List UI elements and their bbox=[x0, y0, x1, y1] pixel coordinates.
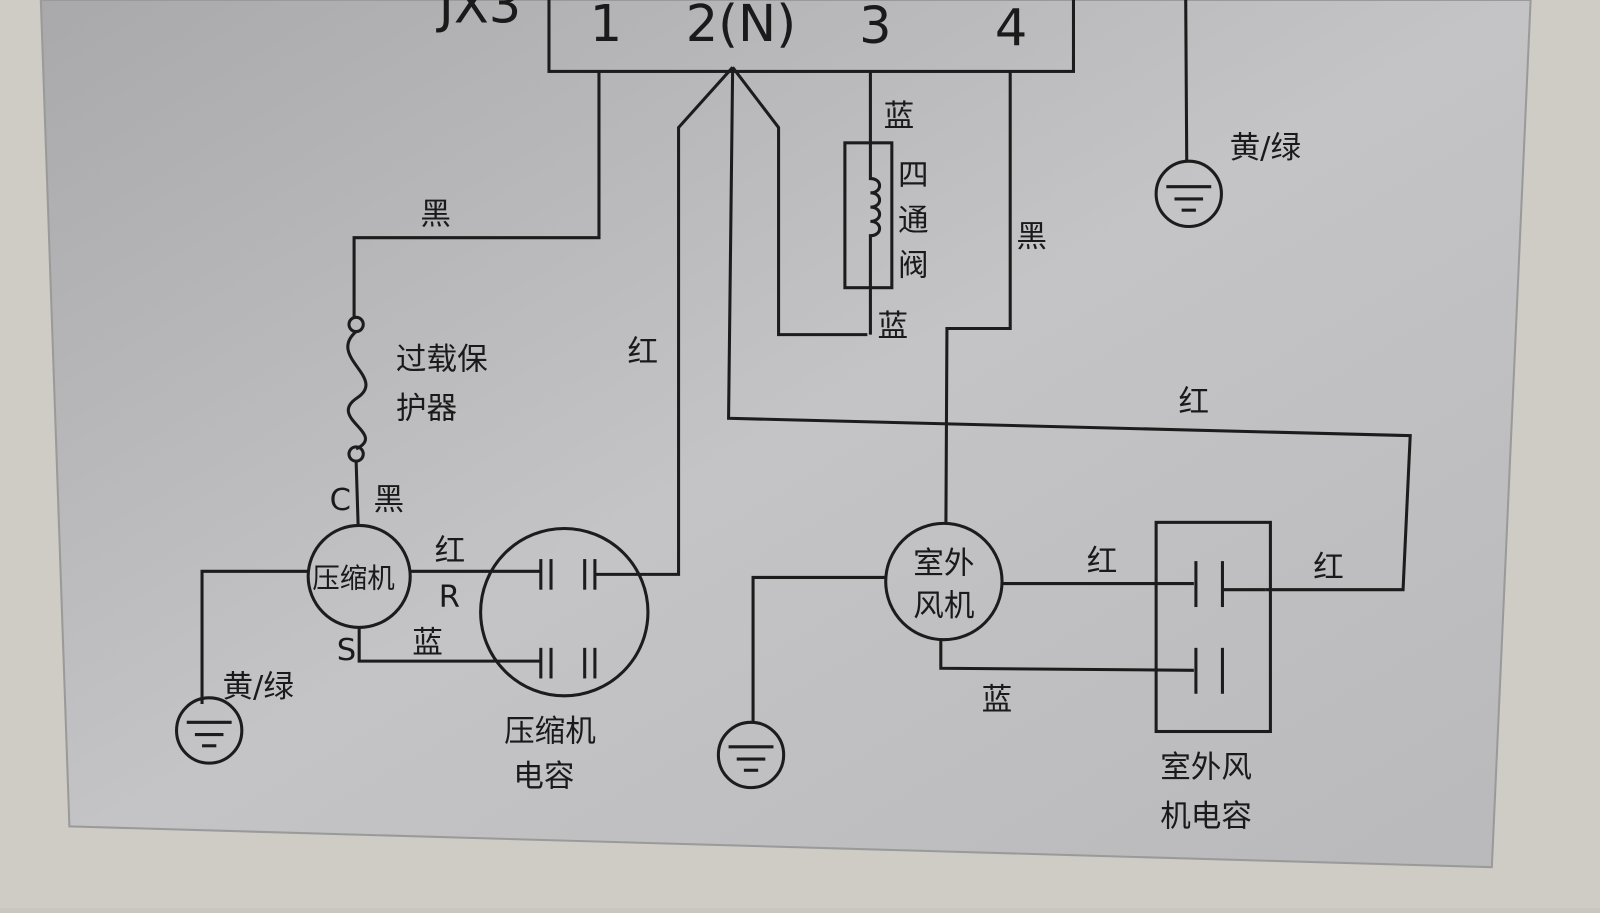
terminal-box bbox=[547, 0, 1075, 73]
compressor-capacitor-plates bbox=[539, 559, 648, 679]
ground-icon bbox=[175, 696, 244, 765]
label-fan-cap-2: 机电容 bbox=[1160, 799, 1252, 834]
wire-top-ground bbox=[1184, 0, 1189, 162]
terminal-block: JX3 1 2(N) 3 4 bbox=[436, 0, 1075, 73]
wire-t1 bbox=[352, 71, 601, 319]
label-fan-cap-1: 室外风 bbox=[1160, 750, 1252, 785]
wire-t4 bbox=[944, 71, 1012, 524]
ground-icon bbox=[716, 720, 786, 790]
label-comp-r: R bbox=[439, 580, 460, 615]
wire-fan-ground bbox=[751, 575, 886, 723]
label-valve-2: 通 bbox=[898, 204, 929, 239]
terminal-pin-2: 2(N) bbox=[686, 0, 796, 54]
label-comp-cap-2: 电容 bbox=[513, 760, 574, 795]
label-comp-c-wire: 黑 bbox=[373, 483, 404, 518]
label-valve-top-wire: 蓝 bbox=[884, 100, 915, 135]
label-overload-2: 护器 bbox=[396, 391, 457, 426]
four-way-valve-coil-box bbox=[843, 141, 894, 290]
label-comp-s: S bbox=[337, 633, 356, 668]
label-fan-feed-wire: 红 bbox=[1179, 385, 1210, 420]
ground-icon bbox=[1154, 159, 1223, 229]
label-ground-comp: 黄/绿 bbox=[222, 670, 294, 705]
compressor-capacitor-symbol bbox=[479, 526, 650, 698]
wire-t2-valve bbox=[731, 66, 868, 337]
label-t1-wire: 黑 bbox=[420, 197, 451, 232]
label-plate bbox=[39, 0, 1532, 869]
label-valve-3: 阀 bbox=[898, 248, 929, 283]
label-comp-c: C bbox=[330, 483, 351, 518]
label-comp-r-wire: 红 bbox=[435, 534, 466, 569]
wire-compressor-c bbox=[354, 461, 360, 527]
wire-t2-compressor-cap bbox=[647, 66, 734, 576]
label-compressor: 压缩机 bbox=[312, 563, 395, 595]
overload-protector-symbol bbox=[346, 330, 368, 451]
label-ground-top: 黄/绿 bbox=[1230, 131, 1302, 166]
labels: 黄/绿 黑 过载保 护器 红 蓝 四 通 阀 蓝 黑 红 C 黑 压缩机 红 R… bbox=[222, 100, 1343, 835]
overload-terminal-top bbox=[347, 315, 365, 334]
label-fan-blue-wire: 蓝 bbox=[982, 683, 1013, 718]
label-valve-1: 四 bbox=[898, 159, 929, 194]
terminal-pin-1: 1 bbox=[590, 0, 622, 54]
four-way-valve-coil bbox=[868, 142, 882, 288]
wire-t2-fan-cap bbox=[727, 67, 1412, 592]
label-fan-cap-red-wire: 红 bbox=[1313, 550, 1344, 585]
terminal-pin-3: 3 bbox=[859, 0, 891, 56]
outdoor-fan-symbol bbox=[884, 521, 1004, 642]
label-t4-wire: 黑 bbox=[1016, 220, 1047, 255]
fan-capacitor-plates bbox=[1194, 561, 1266, 694]
wire-compressor-s bbox=[357, 627, 541, 663]
label-t2-wire: 红 bbox=[628, 335, 659, 370]
wires bbox=[175, 0, 1412, 790]
fan-capacitor-box bbox=[1154, 520, 1272, 734]
label-valve-bottom-wire: 蓝 bbox=[878, 310, 909, 345]
wire-compressor-ground bbox=[200, 569, 309, 704]
label-fan-2: 风机 bbox=[913, 589, 974, 624]
label-comp-cap-1: 压缩机 bbox=[504, 715, 596, 750]
label-fan-red-wire: 红 bbox=[1087, 544, 1118, 579]
label-overload-1: 过载保 bbox=[396, 342, 488, 377]
label-fan-1: 室外 bbox=[913, 546, 974, 581]
label-comp-s-wire: 蓝 bbox=[412, 626, 443, 661]
terminal-name: JX3 bbox=[436, 0, 521, 35]
terminal-pin-4: 4 bbox=[995, 0, 1027, 58]
wire-fan-blue bbox=[939, 638, 1194, 672]
